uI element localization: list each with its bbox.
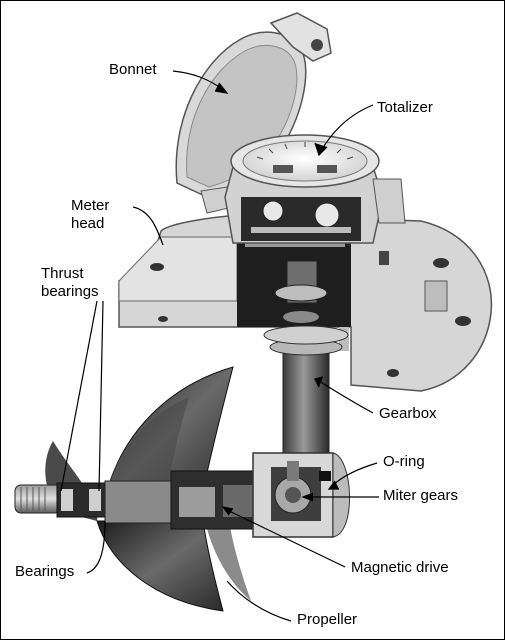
totalizer-part: [224, 134, 406, 244]
label-thrust-bearings-line2: bearings: [41, 283, 99, 300]
label-meter-head: Meter head: [71, 197, 109, 233]
label-miter-gears: Miter gears: [383, 487, 459, 504]
label-propeller: Propeller: [297, 611, 358, 628]
leader-gearbox: [318, 380, 374, 414]
leader-magnetic-drive-arrow: [221, 506, 234, 516]
label-meter-head-line2: head: [71, 215, 105, 232]
leader-bearings: [86, 520, 106, 574]
leader-meter-head: [132, 206, 164, 246]
label-meter-head-line1: Meter: [71, 197, 110, 214]
label-totalizer: Totalizer: [377, 99, 433, 116]
leader-magnetic-drive: [224, 508, 346, 568]
leader-lines: [60, 70, 379, 622]
label-thrust-bearings-line1: Thrust: [41, 265, 84, 282]
label-gearbox: Gearbox: [379, 405, 437, 422]
label-bonnet: Bonnet: [109, 61, 157, 78]
leader-gearbox-arrow: [314, 376, 324, 388]
label-o-ring: O-ring: [383, 453, 425, 470]
leader-thrust-left: [60, 300, 98, 492]
leader-totalizer-arrow: [314, 142, 328, 157]
label-magnetic-drive: Magnetic drive: [351, 559, 449, 576]
gearbox-part: [263, 325, 349, 464]
label-bearings: Bearings: [15, 563, 75, 580]
leader-bonnet-arrow: [214, 82, 229, 94]
bonnet-part: [175, 12, 332, 214]
leader-o-ring-arrow: [327, 480, 339, 490]
leader-thrust-right: [98, 300, 104, 492]
rotor-assembly-part: [14, 452, 350, 538]
leader-miter-gears-arrow: [301, 492, 314, 502]
leader-totalizer: [320, 104, 374, 152]
leader-propeller: [226, 580, 292, 622]
label-thrust-bearings: Thrust bearings: [41, 265, 99, 301]
